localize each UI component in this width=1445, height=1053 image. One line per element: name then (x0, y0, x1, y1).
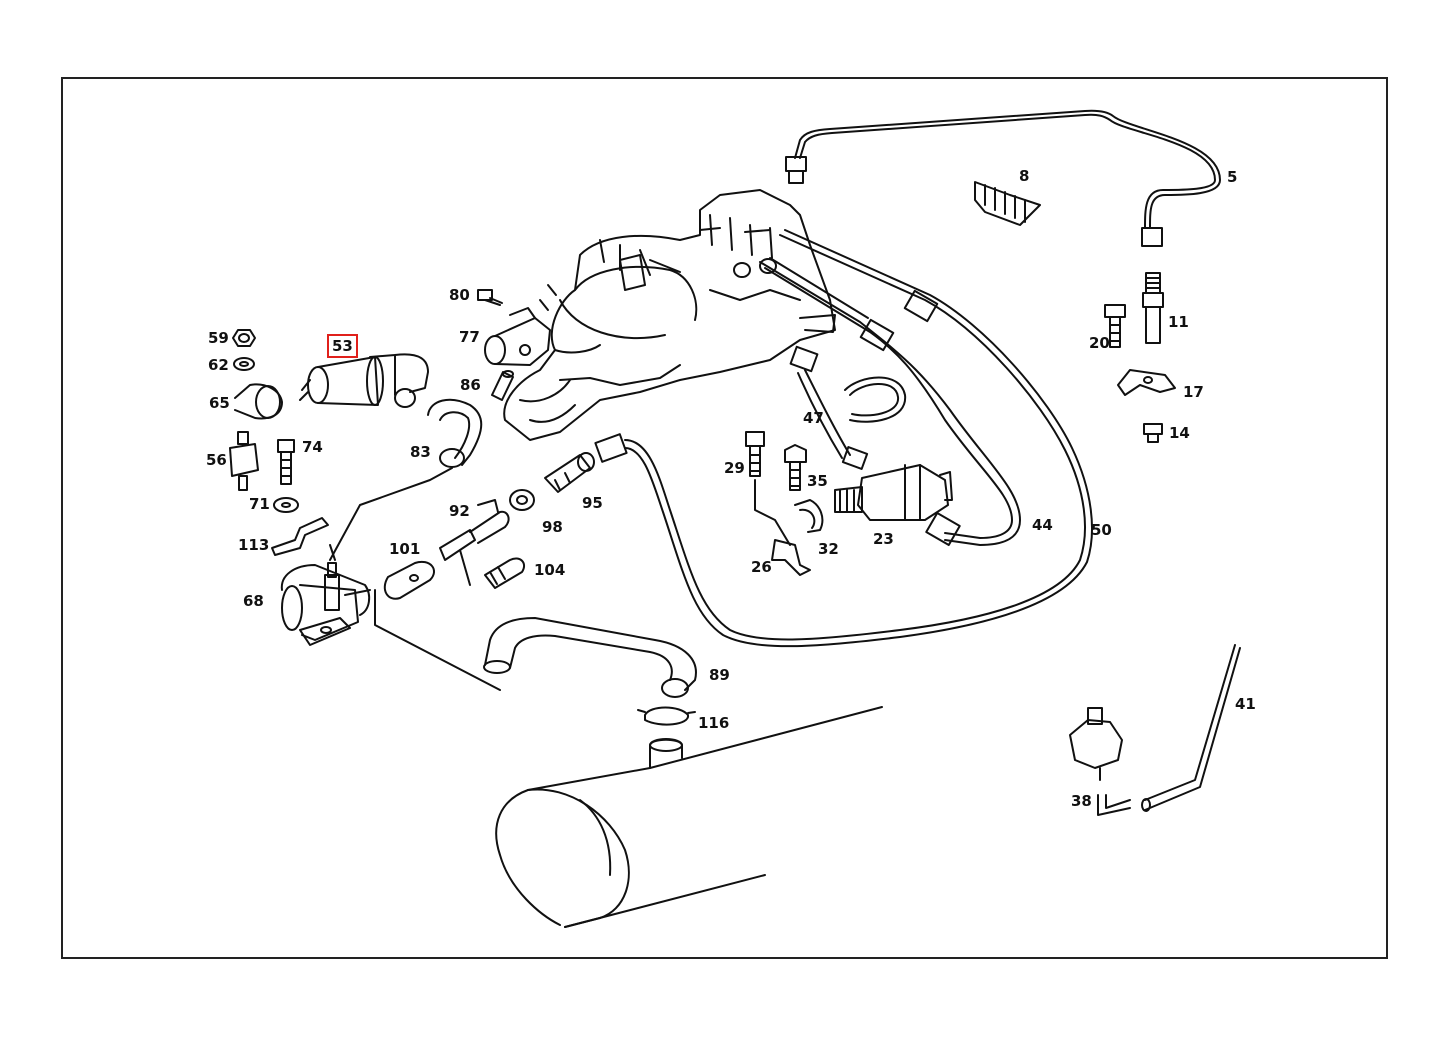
callout-101[interactable]: 101 (389, 540, 421, 558)
callout-29[interactable]: 29 (724, 459, 745, 477)
callout-74[interactable]: 74 (302, 438, 323, 456)
callout-68[interactable]: 68 (243, 592, 264, 610)
bolts-29-35-bracket-26-drawing (746, 432, 822, 575)
idle-valve-53-drawing (300, 354, 428, 407)
injector-parts-92-95-98-101-104-drawing (385, 453, 594, 599)
callout-5[interactable]: 5 (1227, 168, 1238, 186)
callout-23[interactable]: 23 (873, 530, 894, 548)
hose-89-clamp-116-drawing (484, 618, 696, 725)
callout-80[interactable]: 80 (449, 286, 470, 304)
diagram-frame (61, 77, 1388, 959)
callout-50[interactable]: 50 (1091, 521, 1112, 539)
callout-20[interactable]: 20 (1089, 334, 1110, 352)
callout-38[interactable]: 38 (1071, 792, 1092, 810)
valve-38-hose-41-drawing (1070, 645, 1240, 815)
pressure-regulator-23-drawing (791, 347, 952, 520)
intake-housing-drawing (504, 190, 835, 440)
air-cleaner-drawing (496, 707, 882, 927)
callout-32[interactable]: 32 (818, 540, 839, 558)
callout-98[interactable]: 98 (542, 518, 563, 536)
callout-8[interactable]: 8 (1019, 167, 1030, 185)
callout-89[interactable]: 89 (709, 666, 730, 684)
callout-53-selected[interactable]: 53 (327, 334, 358, 358)
callout-35[interactable]: 35 (807, 472, 828, 490)
hose-83-drawing (330, 400, 481, 560)
callout-26[interactable]: 26 (751, 558, 772, 576)
fuel-lines-44-50-drawing (595, 230, 1092, 646)
callout-47[interactable]: 47 (803, 409, 824, 427)
callout-44[interactable]: 44 (1032, 516, 1053, 534)
fittings-11-20-17-14-drawing (1105, 273, 1175, 442)
hardware-59-62-65-56-74-71-113-drawing (230, 330, 328, 555)
callout-104[interactable]: 104 (534, 561, 566, 579)
callout-77[interactable]: 77 (459, 328, 480, 346)
callout-41[interactable]: 41 (1235, 695, 1256, 713)
callout-65[interactable]: 65 (209, 394, 230, 412)
callout-113[interactable]: 113 (238, 536, 270, 554)
valve-68-drawing (282, 545, 500, 690)
callout-116[interactable]: 116 (698, 714, 730, 732)
callout-59[interactable]: 59 (208, 329, 229, 347)
callout-92[interactable]: 92 (449, 502, 470, 520)
callout-71[interactable]: 71 (249, 495, 270, 513)
callout-86[interactable]: 86 (460, 376, 481, 394)
callout-11[interactable]: 11 (1168, 313, 1189, 331)
clip-8-drawing (975, 182, 1040, 225)
fuel-line-5-drawing (786, 111, 1220, 246)
connectors-77-80-86-drawing (478, 290, 550, 400)
callout-83[interactable]: 83 (410, 443, 431, 461)
callout-17[interactable]: 17 (1183, 383, 1204, 401)
callout-14[interactable]: 14 (1169, 424, 1190, 442)
callout-56[interactable]: 56 (206, 451, 227, 469)
callout-62[interactable]: 62 (208, 356, 229, 374)
callout-95[interactable]: 95 (582, 494, 603, 512)
